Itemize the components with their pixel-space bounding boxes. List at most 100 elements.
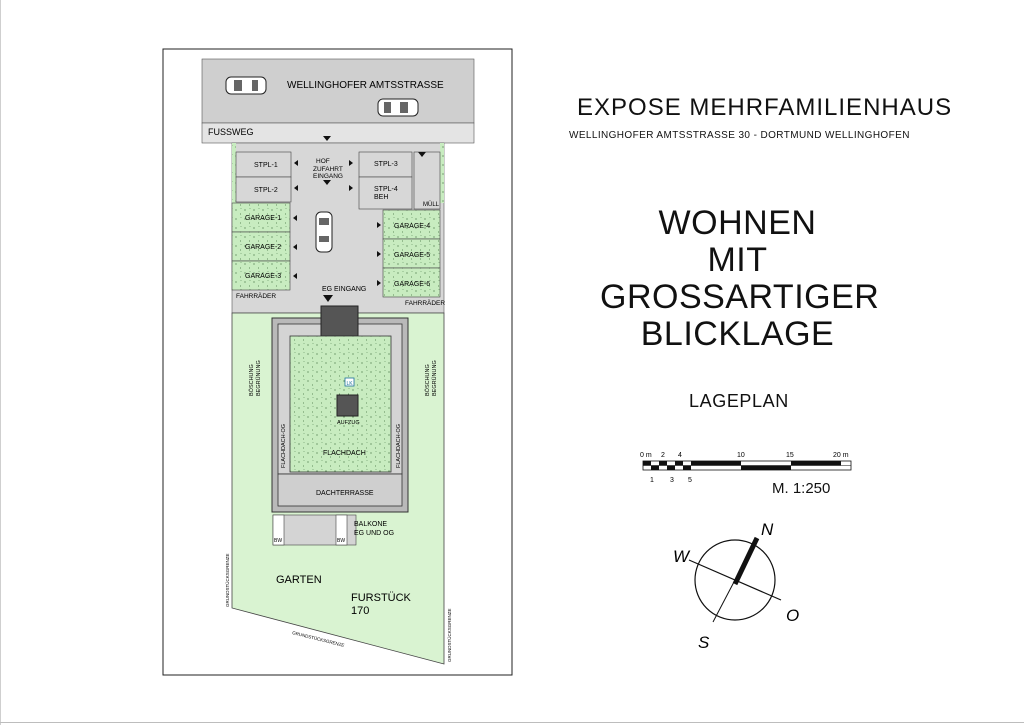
parking-label: STPL-3 <box>374 161 398 168</box>
waste-area <box>413 151 441 210</box>
lk-label: LK <box>347 381 354 387</box>
garage <box>231 231 291 262</box>
boundary-label: GRUNDSTÜCKSGRENZE <box>446 608 452 662</box>
arrow-icon <box>293 215 297 221</box>
embankment-label: BÖSCHUNG <box>424 364 431 396</box>
balcony-label: EG UND OG <box>354 530 394 537</box>
headline: WOHNEN MIT GROSSARTIGER BLICKLAGE <box>600 204 880 353</box>
garage <box>382 209 441 240</box>
elevator-shaft <box>336 394 359 417</box>
boundary-label: GRUNDSTÜCKSGRENZE <box>224 553 230 607</box>
compass-north: N <box>761 520 774 539</box>
sheet-border-left <box>0 0 1 725</box>
parking-space <box>358 176 413 210</box>
parking-space <box>358 151 413 178</box>
headline-line: GROSSARTIGER <box>600 278 880 316</box>
arrow-icon <box>323 180 331 185</box>
footpath-label: FUSSWEG <box>208 127 254 137</box>
parking-space <box>235 176 292 203</box>
hedge-strip <box>440 143 444 203</box>
scale-tick-label: 20 m <box>833 452 849 459</box>
compass-east: O <box>786 606 799 625</box>
arrow-icon <box>377 222 381 228</box>
entrance-block <box>320 305 359 337</box>
entrance-label: EG EINGANG <box>322 286 366 293</box>
sheet-border-bottom <box>0 722 1024 723</box>
car-icon <box>315 211 333 253</box>
balcony-label: BALKONE <box>354 521 387 528</box>
headline-line: BLICKLAGE <box>640 315 835 353</box>
headline-line: WOHNEN <box>658 204 817 242</box>
elevator-label: AUFZUG <box>337 420 360 426</box>
headline-line: MIT <box>707 241 768 279</box>
scale-tick-label: 2 <box>661 452 665 459</box>
street-label: WELLINGHOFER AMTSSTRASSE <box>287 80 444 91</box>
plan-title: LAGEPLAN <box>689 391 789 411</box>
arrow-icon <box>349 160 353 166</box>
bike-label: FAHRRÄDER <box>405 299 445 307</box>
compass-south: S <box>698 633 710 652</box>
garden-label: GARTEN <box>276 574 322 586</box>
arrow-icon <box>293 273 297 279</box>
bike-label: FAHRRÄDER <box>236 292 276 300</box>
court-label: HOF <box>316 158 330 165</box>
parking-label: STPL-2 <box>254 187 278 194</box>
court-label: EINGANG <box>313 173 343 180</box>
parking-label: STPL-1 <box>254 162 278 169</box>
garage <box>231 260 291 291</box>
arrow-icon <box>418 152 426 157</box>
parking-label: STPL-4 <box>374 186 398 193</box>
balcony-wall <box>335 514 348 546</box>
page-title: EXPOSE MEHRFAMILIENHAUS <box>577 94 953 121</box>
scale-tick-label: 1 <box>650 477 654 484</box>
hedge-strip <box>232 143 236 203</box>
waste-label: MÜLL <box>423 201 440 208</box>
garage-label: GARAGE-3 <box>245 273 281 280</box>
scale-tick-label: 4 <box>678 452 682 459</box>
balcony-wall <box>272 514 285 546</box>
roof-terrace <box>277 473 403 507</box>
roof-label: FLACHDACH <box>323 450 366 457</box>
court-label: ZUFAHRT <box>313 166 343 173</box>
compass-west: W <box>673 547 691 566</box>
parcel-number: 170 <box>351 605 369 617</box>
garage <box>231 202 291 233</box>
arrow-icon <box>377 251 381 257</box>
garage-label: GARAGE-5 <box>394 252 430 259</box>
bw-label: BW <box>274 538 282 544</box>
scale-tick-label: 15 <box>786 452 794 459</box>
parcel-label: FURSTÜCK <box>351 592 412 604</box>
garage-label: GARAGE-6 <box>394 281 430 288</box>
scale-tick-label: 3 <box>670 477 674 484</box>
scale-tick-label: 5 <box>688 477 692 484</box>
scale-tick-label: 0 m <box>640 452 652 459</box>
compass-icon <box>688 536 782 623</box>
page-subtitle: WELLINGHOFER AMTSSTRASSE 30 - DORTMUND W… <box>569 130 910 141</box>
garage <box>382 267 441 298</box>
arrow-icon <box>294 185 298 191</box>
embankment-label: BEGRÜNUNG <box>255 360 262 396</box>
scale-text: M. 1:250 <box>772 480 831 497</box>
roof-terrace-label: DACHTERRASSE <box>316 490 374 497</box>
parking-label: BEH <box>374 194 388 201</box>
garage-label: GARAGE-1 <box>245 215 281 222</box>
arrow-icon <box>349 185 353 191</box>
entrance-arrow-icon <box>323 136 331 141</box>
embankment-label: BEGRÜNUNG <box>431 360 438 396</box>
embankment-label: BÖSCHUNG <box>248 364 255 396</box>
scale-tick-label: 10 <box>737 452 745 459</box>
roof-og-label: FLACHDACH-OG <box>281 424 287 468</box>
roof-og-label: FLACHDACH-OG <box>396 424 402 468</box>
arrow-icon <box>293 244 297 250</box>
arrow-icon <box>377 280 381 286</box>
entrance-arrow-icon <box>323 295 333 302</box>
car-icon <box>377 98 419 117</box>
arrow-icon <box>294 160 298 166</box>
garage-label: GARAGE-4 <box>394 223 430 230</box>
lk-marker <box>344 377 355 387</box>
scale-bar: 0 m 2 4 10 15 20 m 1 3 5 <box>640 452 852 484</box>
garage <box>382 238 441 269</box>
bw-label: BW <box>337 538 345 544</box>
car-icon <box>225 76 267 95</box>
